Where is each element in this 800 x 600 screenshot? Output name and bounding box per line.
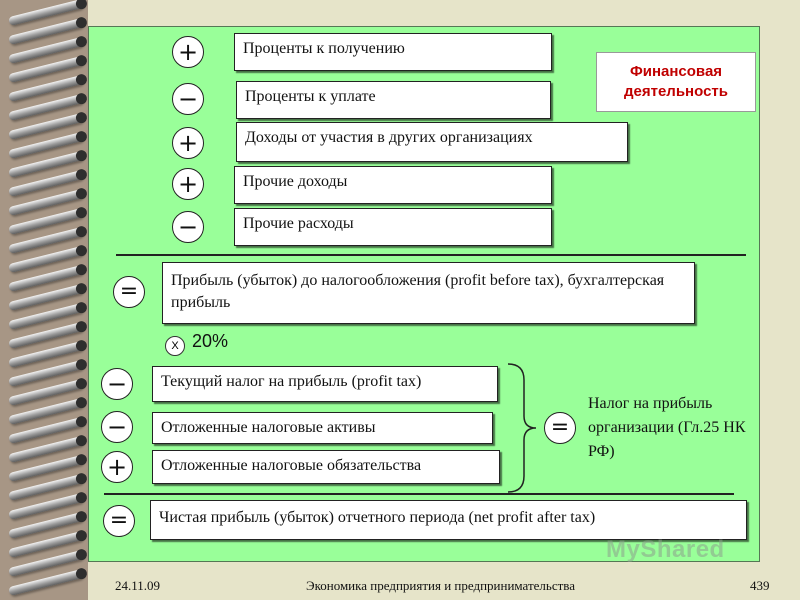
row-interest-income: Проценты к получению (234, 33, 552, 71)
minus-sign-icon: − (172, 83, 204, 115)
plus-sign-icon: + (172, 168, 204, 200)
footer-date: 24.11.09 (115, 578, 161, 593)
curly-brace (507, 363, 537, 493)
footer-page-number: 439 (750, 578, 770, 593)
row-interest-payable: Проценты к уплате (236, 81, 551, 119)
row-net-profit: Чистая прибыль (убыток) отчетного период… (150, 500, 747, 540)
row-current-tax: Текущий налог на прибыль (profit tax) (152, 366, 498, 402)
tax-rate: 20% (192, 331, 229, 351)
row-income-participation: Доходы от участия в других организациях (236, 122, 628, 162)
plus-sign-icon: + (172, 127, 204, 159)
plus-sign-icon: + (101, 451, 133, 483)
minus-sign-icon: − (101, 411, 133, 443)
plus-sign-icon: + (172, 36, 204, 68)
equals-sign-icon: = (103, 505, 135, 537)
row-deferred-tax-liabilities: Отложенные налоговые обязательства (152, 450, 500, 484)
watermark-logo: MyShared (606, 536, 725, 563)
row-profit-before-tax: Прибыль (убыток) до налогообложения (pro… (162, 262, 695, 324)
divider-line (104, 493, 734, 495)
equals-sign-icon: = (113, 276, 145, 308)
multiply-icon: X (165, 336, 185, 356)
row-other-expenses: Прочие расходы (234, 208, 552, 246)
spiral-binding (0, 0, 88, 600)
tax-note: Налог на прибыль организации (Гл.25 НК Р… (588, 395, 746, 460)
minus-sign-icon: − (101, 368, 133, 400)
minus-sign-icon: − (172, 211, 204, 243)
row-other-income: Прочие доходы (234, 166, 552, 204)
divider-line (116, 254, 746, 256)
footer-title: Экономика предприятия и предпринимательс… (306, 578, 576, 593)
row-deferred-tax-assets: Отложенные налоговые активы (152, 412, 493, 444)
section-label: Финансовая деятельность (596, 52, 756, 112)
equals-sign-icon: = (544, 412, 576, 444)
